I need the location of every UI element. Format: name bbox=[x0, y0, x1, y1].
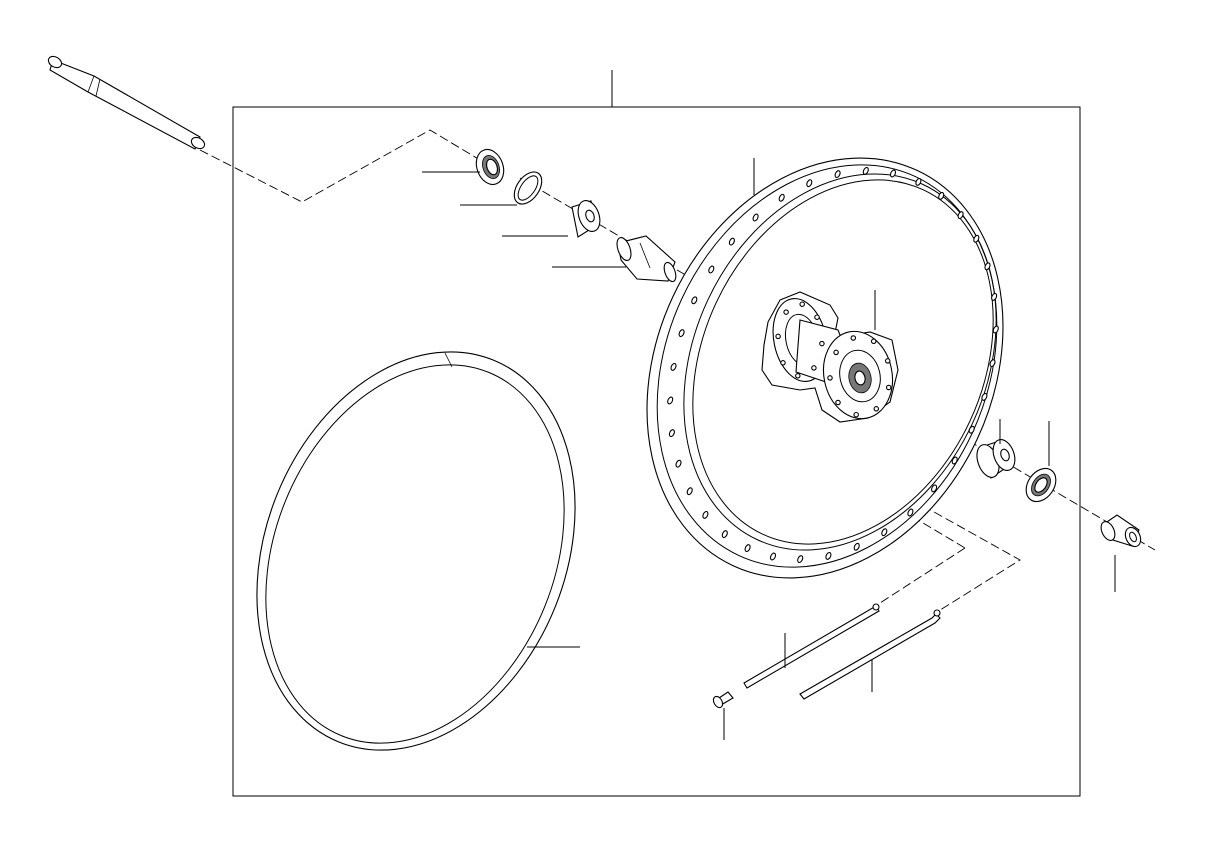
spoke-hole bbox=[668, 429, 675, 438]
spoke-hole bbox=[973, 234, 980, 243]
spoke-hole bbox=[957, 211, 964, 220]
hub-hole bbox=[833, 349, 839, 356]
hub-hole bbox=[780, 360, 786, 366]
spoke-hole bbox=[825, 551, 832, 560]
hub-hole bbox=[795, 373, 801, 379]
spoke-hole bbox=[728, 237, 735, 246]
spoke-hole bbox=[931, 484, 938, 493]
hub-hole bbox=[884, 358, 891, 364]
spoke-hole bbox=[881, 528, 888, 537]
spoke-nipple bbox=[712, 691, 734, 709]
wheel-axle bbox=[47, 55, 206, 150]
spoke-hole bbox=[951, 456, 958, 465]
spoke-hole bbox=[806, 179, 813, 188]
hub-hole bbox=[827, 375, 833, 381]
circlip bbox=[513, 171, 543, 205]
axle-bush bbox=[1100, 514, 1142, 548]
rim-tape bbox=[256, 351, 576, 751]
spoke-hole bbox=[675, 459, 682, 468]
left-ball-bearing bbox=[571, 200, 601, 238]
hub-hole bbox=[811, 365, 817, 371]
hub-hole bbox=[850, 335, 857, 341]
spoke-hole bbox=[702, 510, 709, 519]
rim-spoke-holes bbox=[667, 166, 999, 564]
hub-hole bbox=[873, 406, 880, 412]
spoke-hole bbox=[938, 191, 945, 200]
spoke-hole bbox=[686, 487, 693, 496]
hub-flange-holes bbox=[775, 301, 892, 418]
spoke-hole bbox=[769, 552, 777, 561]
spoke-hole bbox=[752, 213, 759, 222]
spoke-hole bbox=[834, 170, 841, 179]
spoke-hole bbox=[991, 292, 998, 301]
spoke-hole bbox=[721, 530, 728, 539]
spoke-hole bbox=[778, 193, 785, 202]
hub-hole bbox=[775, 333, 781, 340]
spoke-hole bbox=[981, 392, 988, 401]
spoke-hole bbox=[968, 425, 975, 434]
spoke-hole bbox=[853, 542, 860, 551]
spoke-hole bbox=[708, 265, 715, 274]
spoke-hole bbox=[667, 396, 674, 405]
spoke-hole bbox=[862, 166, 869, 175]
diagram-frame bbox=[232, 106, 1081, 797]
hub-hole bbox=[835, 399, 841, 406]
spoke-hole bbox=[989, 359, 996, 368]
spoke-hole bbox=[670, 362, 677, 371]
right-ball-bearing bbox=[976, 439, 1016, 479]
spoke-hole bbox=[744, 544, 751, 553]
hub-hole bbox=[870, 338, 877, 345]
hub-hole bbox=[853, 411, 859, 418]
left-shaft-seal bbox=[475, 148, 505, 186]
hub-hole bbox=[799, 301, 805, 307]
spoke-hole bbox=[907, 508, 914, 517]
right-shaft-seal bbox=[1025, 467, 1057, 503]
hub-hole bbox=[783, 309, 789, 315]
hub-hole bbox=[885, 384, 892, 391]
spoke-hole bbox=[691, 296, 698, 305]
spoke-hole bbox=[984, 262, 991, 271]
spacer-sleeve bbox=[616, 235, 677, 283]
outer-spoke bbox=[799, 609, 941, 700]
hub-hole bbox=[819, 340, 825, 347]
wheel-hub bbox=[761, 291, 899, 423]
spoke-hole bbox=[992, 325, 999, 334]
inner-spoke bbox=[743, 603, 880, 689]
spoke-hole bbox=[797, 555, 804, 564]
spoke-hole bbox=[915, 177, 922, 186]
spoke-hole bbox=[889, 169, 897, 178]
spoke-hole bbox=[678, 329, 685, 338]
hub-hole bbox=[814, 314, 820, 320]
